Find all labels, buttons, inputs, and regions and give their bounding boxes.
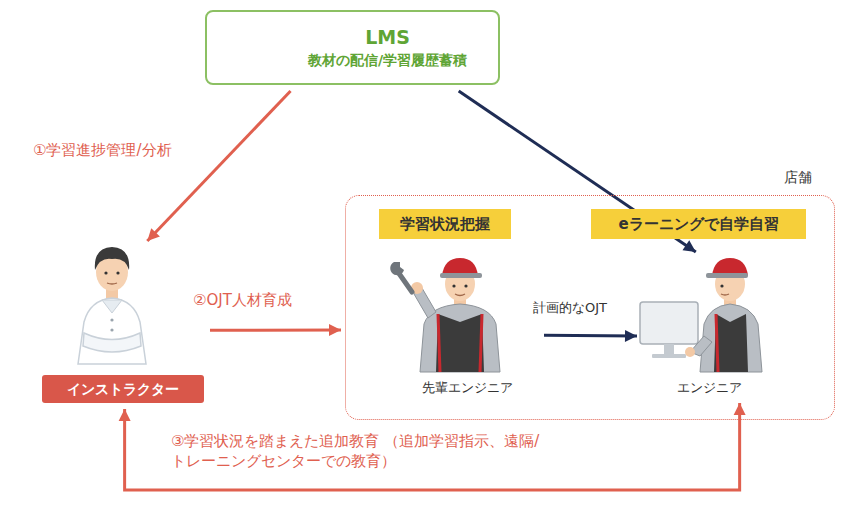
lms-box: LMS 教材の配信/学習履歴蓄積 — [205, 10, 500, 85]
edge-label: ③学習状況を踏まえた追加教育 （追加学習指示、遠隔/トレーニングセンターでの教育… — [168, 430, 644, 473]
arrow-head — [147, 228, 160, 241]
instructor-group: インストラクター — [42, 245, 204, 403]
engineer-figure — [640, 258, 762, 372]
connector-line — [210, 329, 341, 332]
arrow-head — [329, 324, 341, 336]
connector — [119, 403, 746, 490]
arrow-head — [625, 330, 637, 342]
elearning-tag: eラーニングで自学自習 — [591, 209, 806, 239]
connector — [147, 91, 290, 241]
node-text: 店舗 — [784, 169, 812, 187]
edge-label: ②OJT人材育成 — [190, 290, 295, 311]
connector — [544, 330, 637, 342]
node-text: エンジニア — [641, 379, 778, 397]
connector — [210, 324, 341, 336]
node-text: 先輩エンジニア — [396, 379, 538, 397]
status-tag: 学習状況把握 — [379, 209, 511, 239]
arrow-head — [734, 403, 746, 415]
connector-line — [125, 403, 740, 490]
arrow-head — [119, 409, 131, 421]
node-text: 学習状況把握 — [400, 215, 490, 234]
connector-layer — [119, 91, 746, 490]
connector-line — [544, 334, 637, 338]
senior-engineer-figure — [390, 258, 500, 372]
edge-label: ①学習進捗管理/分析 — [30, 140, 175, 161]
node-text: インストラクター — [42, 375, 204, 403]
edge-label: 計画的なOJT — [530, 298, 610, 318]
connector-line — [147, 91, 290, 241]
node-text: 教材の配信/学習履歴蓄積 — [308, 52, 467, 70]
senior-engineer-group: 先輩エンジニア — [396, 251, 538, 399]
node-text: LMS — [365, 26, 410, 48]
node-text: eラーニングで自学自習 — [618, 215, 778, 234]
arrow-head — [683, 240, 696, 252]
engineer-group: エンジニア — [641, 256, 778, 399]
instructor-figure — [78, 247, 146, 364]
